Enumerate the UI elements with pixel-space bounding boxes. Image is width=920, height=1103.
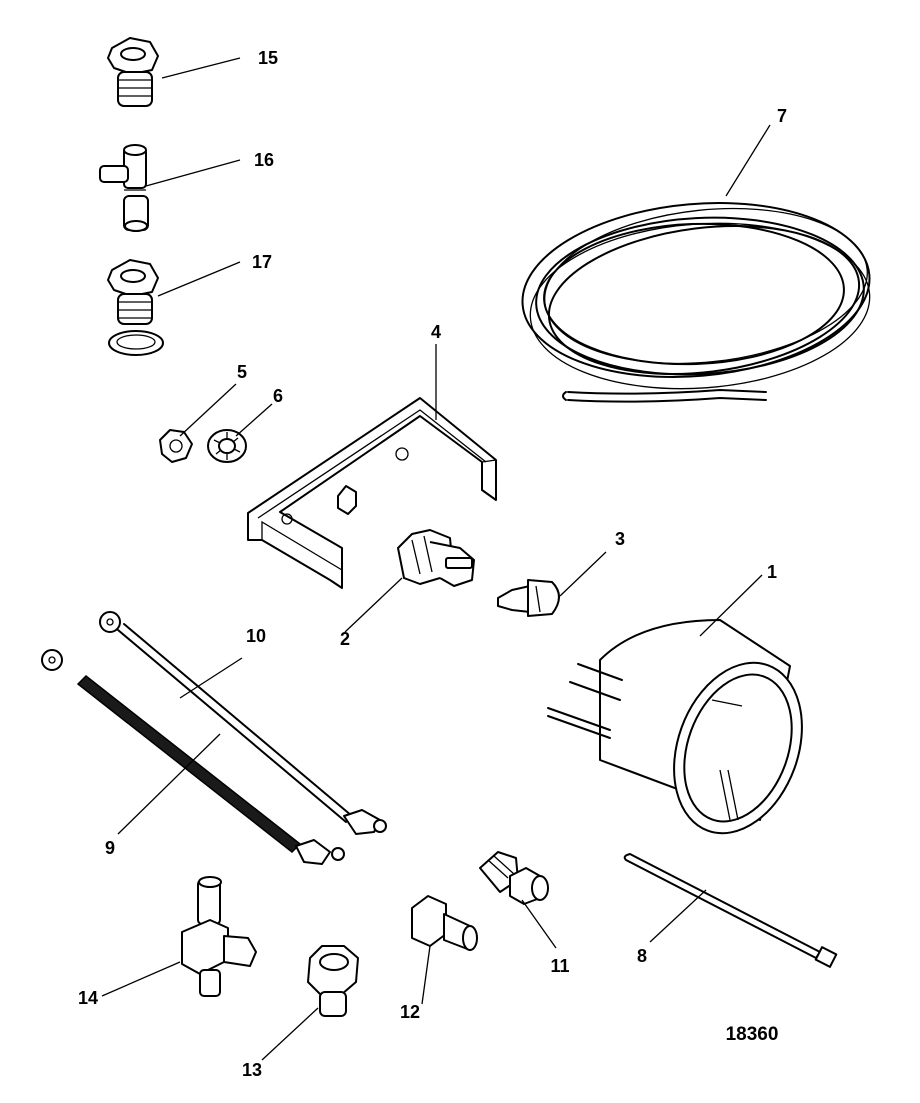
callout-13: 13 [242,1060,262,1080]
callout-6: 6 [273,386,283,406]
callout-8: 8 [637,946,647,966]
part-11-connector [479,851,549,905]
callout-12: 12 [400,1002,420,1022]
part-14-tee [181,876,257,997]
part-4-bracket [247,397,497,589]
callout-labels: 1 2 3 4 5 6 7 8 9 10 11 12 13 14 15 16 1… [78,48,787,1080]
part-3-bulb [497,579,560,617]
part-6-lock-washer [207,429,247,463]
drawing-number: 18360 [726,1024,779,1045]
part-2-lamp-socket [397,529,475,587]
part-15-fitting [107,37,159,107]
callout-2: 2 [340,629,350,649]
callout-16: 16 [254,150,274,170]
callout-4: 4 [431,322,441,342]
part-13-fitting [307,945,359,1017]
part-1-gauge [547,619,803,835]
part-7-tubing-coil [521,201,871,403]
callout-1: 1 [767,562,777,582]
part-10-wire [99,611,387,835]
part-12-fitting [411,895,478,951]
callout-11: 11 [550,956,569,976]
callout-5: 5 [237,362,247,382]
callout-9: 9 [105,838,115,858]
part-8-cable-tie [623,853,838,968]
callout-17: 17 [252,252,272,272]
callout-14: 14 [78,988,98,1008]
part-16-tee [99,144,149,232]
part-17-fitting-with-washer [107,259,164,356]
callout-7: 7 [777,106,787,126]
leader-lines [101,57,771,1061]
callout-3: 3 [615,529,625,549]
part-5-nut [159,429,193,463]
callout-15: 15 [258,48,278,68]
callout-10: 10 [246,626,266,646]
